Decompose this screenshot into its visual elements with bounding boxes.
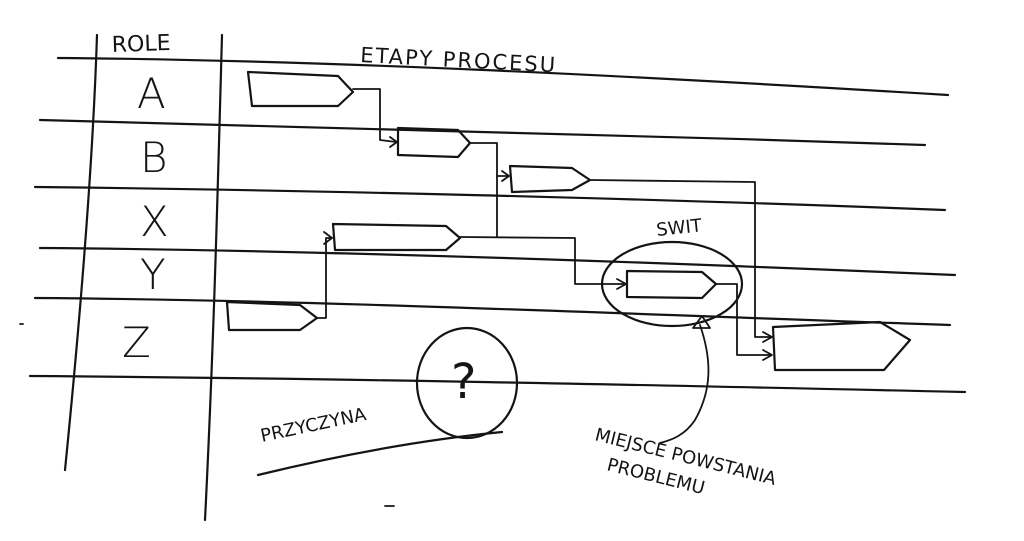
problem-arrow-shaft [659,324,710,444]
arrowhead-final-bottom [762,349,773,361]
cause-ellipse [415,326,519,440]
role-label-y: Y [140,250,166,299]
step-lane-x-mid [508,164,592,194]
arrowhead-y [323,231,333,245]
problem-pointer [659,315,711,444]
connector-z-to-y [316,237,333,319]
step-highlighted [625,269,718,300]
role-label-a: A [137,69,166,118]
lane-line-4 [33,296,952,327]
swimlane-grid [28,33,967,522]
step-lane-a [246,70,355,108]
cause-underline [256,430,504,477]
arrowhead-final-top [762,331,773,343]
column-line-right [203,33,224,522]
lane-line-1 [38,118,927,147]
step-lane-b [396,126,472,159]
role-labels: A B X Y Z [122,69,169,367]
connector-y-to-highlight [459,236,626,285]
lane-line-3 [38,246,957,277]
cause-label: PRZYCZYNA [259,404,369,447]
column-line-left [63,33,99,472]
connector-a-to-b [352,88,397,143]
connector-highlight-to-final [715,283,772,356]
step-lane-y [331,222,462,252]
highlight-label: SWIT [655,215,703,241]
connectors [316,88,773,361]
arrowhead-b [389,136,398,148]
connector-x-to-final [589,179,772,338]
step-lane-z [225,300,319,332]
lane-line-5 [28,374,967,394]
question-mark: ? [451,354,476,410]
role-label-b: B [140,133,168,182]
stages-header: ETAPY PROCESU [360,43,558,77]
process-steps [225,70,912,372]
connector-b-to-x [469,142,498,238]
header-divider-line [56,56,950,97]
roles-header: ROLE [111,31,171,58]
step-final [771,320,912,372]
arrowhead-x [501,170,510,182]
arrowhead-highlight [616,278,627,290]
role-label-z: Z [122,318,151,367]
lane-line-2 [33,185,947,212]
role-label-x: X [140,197,169,246]
highlight-ellipse [600,240,744,328]
problem-arrowhead [692,315,711,329]
